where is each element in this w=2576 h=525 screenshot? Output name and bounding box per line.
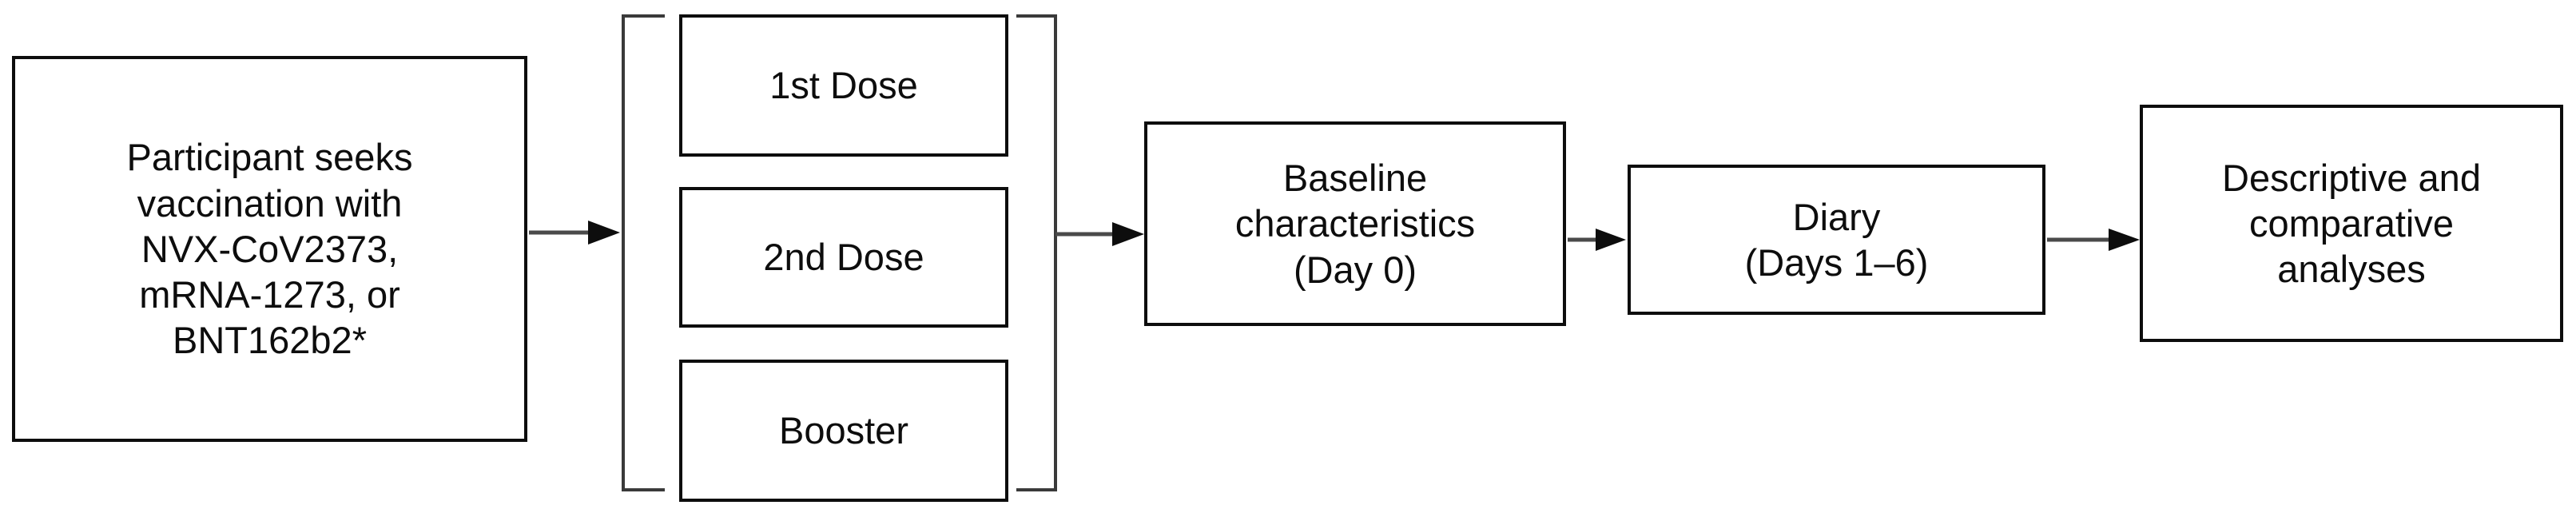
node-participant-seeks-vaccination: Participant seeks vaccination with NVX-C… (12, 56, 527, 442)
arrow-participant-to-dose-group (529, 221, 620, 245)
arrow-diary-to-analyses (2047, 229, 2140, 251)
node-diary: Diary (Days 1–6) (1628, 165, 2045, 315)
node-booster: Booster (679, 360, 1008, 502)
arrow-dose-group-to-baseline (1055, 222, 1144, 246)
dose-group-left-bracket (622, 14, 665, 491)
node-2nd-dose: 2nd Dose (679, 187, 1008, 328)
dose-group-right-bracket (1016, 14, 1057, 491)
node-1st-dose: 1st Dose (679, 14, 1008, 157)
arrow-baseline-to-diary (1568, 229, 1626, 251)
node-descriptive-comparative-analyses: Descriptive and comparative analyses (2140, 105, 2563, 342)
node-baseline-characteristics: Baseline characteristics (Day 0) (1144, 121, 1566, 326)
